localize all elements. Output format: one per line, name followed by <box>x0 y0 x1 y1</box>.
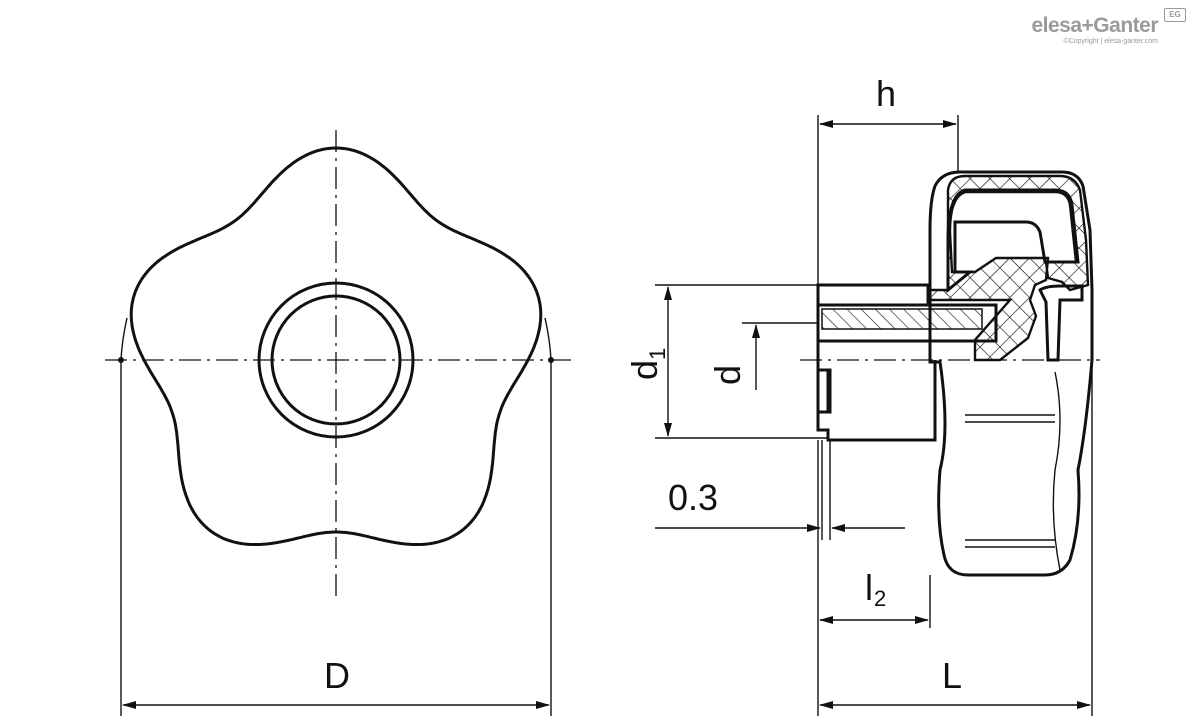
dim-label-L: L <box>942 655 962 696</box>
brand-badge: EG <box>1164 8 1186 22</box>
shaft-chamfer <box>818 368 832 414</box>
brand-copyright: ©Copyright | elesa-ganter.com <box>1063 38 1158 45</box>
dim-label-d1-subscript: 1 <box>645 348 670 360</box>
lobe-arc-left <box>120 317 128 361</box>
dim-label-d: d <box>707 365 748 385</box>
brand-logo: elesa+Ganter EG ©Copyright | elesa-gante… <box>1012 6 1192 50</box>
dim-label-d1: d <box>624 360 665 380</box>
shaft-lower <box>816 341 937 442</box>
dim-label-D: D <box>324 655 350 696</box>
grip-contour <box>1052 371 1061 571</box>
front-view: D <box>105 130 572 716</box>
dim-label-l2: l <box>865 567 873 608</box>
dim-label-h: h <box>876 73 896 114</box>
lobe-arc-right <box>544 317 552 361</box>
side-view: h d 1 d 0.3 l 2 L <box>624 73 1100 716</box>
bushing-insert-hatch <box>821 308 983 330</box>
knob-body-outline <box>928 170 1094 577</box>
brand-name: elesa+Ganter <box>1031 14 1158 37</box>
dim-label-0-3: 0.3 <box>668 477 718 518</box>
knob-section-hatch <box>928 174 1090 362</box>
bushing-flange-hatch <box>816 283 930 307</box>
dim-label-l2-subscript: 2 <box>874 586 886 611</box>
retaining-ring <box>1038 284 1084 362</box>
